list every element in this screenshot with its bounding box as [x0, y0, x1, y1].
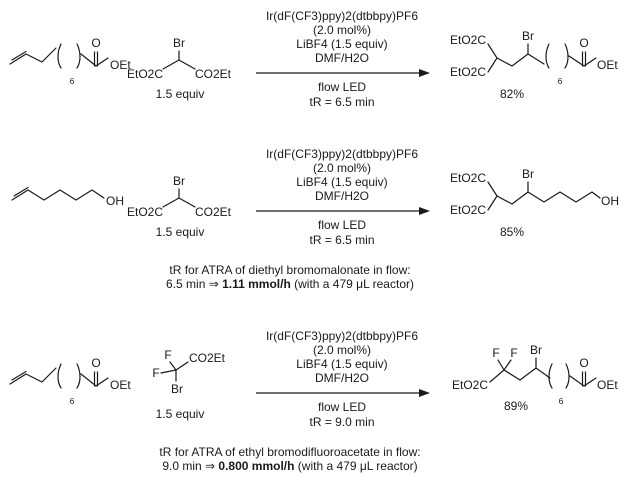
r1-p-oet: OEt	[597, 58, 618, 72]
r3-reagent: F F CO2Et Br 1.5 equiv	[152, 348, 225, 421]
r1-p-co2et-top: EtO2C	[450, 33, 486, 47]
r2-eto2c: EtO2C	[127, 205, 163, 219]
r2-p-oh: OH	[601, 194, 619, 208]
note-2-line-1: tR for ATRA of ethyl bromodifluoroacetat…	[159, 445, 420, 459]
r1-eto2c: EtO2C	[127, 67, 163, 81]
r2-catalyst-loading: (2.0 mol%)	[313, 161, 371, 175]
r3-repeat-count: 6	[70, 396, 75, 406]
r3-carbonyl-o: O	[91, 356, 100, 370]
r1-additive: LiBF4 (1.5 equiv)	[296, 37, 387, 51]
r2-product: EtO2C EtO2C Br OH 85%	[450, 167, 619, 239]
r2-p-br: Br	[522, 167, 534, 181]
r2-br: Br	[173, 174, 185, 188]
r2-catalyst: Ir(dF(CF3)ppy)2(dtbbpy)PF6	[266, 147, 418, 161]
r2-p-co2et-top: EtO2C	[450, 171, 486, 185]
r1-carbonyl-o: O	[91, 36, 100, 50]
r2-substrate: OH	[11, 186, 124, 208]
r3-p-repeat-count: 6	[559, 396, 564, 406]
note-1-line-1: tR for ATRA of diethyl bromomalonate in …	[169, 263, 410, 277]
note-2-line-2: 9.0 min ⇒ 0.800 mmol/h (with a 479 μL re…	[162, 459, 417, 473]
r3-catalyst: Ir(dF(CF3)ppy)2(dtbbpy)PF6	[266, 329, 418, 343]
r2-p-co2et-bottom: EtO2C	[450, 203, 486, 217]
r1-p-co2et-bottom: EtO2C	[450, 65, 486, 79]
r3-p-f-left: F	[492, 346, 499, 360]
r2-co2et: CO2Et	[195, 205, 232, 219]
r3-f-top: F	[164, 348, 171, 362]
r1-reagent: Br EtO2C CO2Et 1.5 equiv	[127, 36, 232, 101]
r1-residence-time: tR = 6.5 min	[309, 95, 374, 109]
reaction-1: O OEt 6 Br EtO2C CO2Et 1.5 equiv Ir(dF(C…	[9, 9, 618, 109]
r1-catalyst-loading: (2.0 mol%)	[313, 23, 371, 37]
r1-br: Br	[173, 36, 185, 50]
r1-yield: 82%	[500, 87, 524, 101]
r1-ester-oet: OEt	[110, 58, 131, 72]
r2-additive: LiBF4 (1.5 equiv)	[296, 175, 387, 189]
r2-light: flow LED	[318, 218, 366, 232]
r1-solvent: DMF/H2O	[315, 51, 369, 65]
r1-product: EtO2C EtO2C Br O OEt 6 82%	[450, 29, 618, 101]
r3-yield: 89%	[504, 399, 528, 413]
r1-light: flow LED	[318, 80, 366, 94]
r1-arrow-head	[419, 69, 430, 77]
r2-solvent: DMF/H2O	[315, 189, 369, 203]
r3-p-eto2c: EtO2C	[452, 378, 488, 392]
r2-residence-time: tR = 6.5 min	[309, 233, 374, 247]
r3-ester-oet: OEt	[110, 378, 131, 392]
r3-residence-time: tR = 9.0 min	[309, 415, 374, 429]
r3-catalyst-loading: (2.0 mol%)	[313, 343, 371, 357]
note-1-line-2: 6.5 min ⇒ 1.11 mmol/h (with a 479 μL rea…	[166, 277, 414, 291]
r2-reagent: Br EtO2C CO2Et 1.5 equiv	[127, 174, 232, 239]
r2-yield: 85%	[500, 225, 524, 239]
r1-catalyst: Ir(dF(CF3)ppy)2(dtbbpy)PF6	[266, 9, 418, 23]
r3-co2et: CO2Et	[189, 351, 226, 365]
r3-equiv-label: 1.5 equiv	[156, 407, 205, 421]
r2-equiv-label: 1.5 equiv	[156, 225, 205, 239]
r3-f-left: F	[152, 366, 159, 380]
r3-br: Br	[171, 382, 183, 396]
r2-oh: OH	[106, 194, 124, 208]
r3-p-f-right: F	[510, 346, 517, 360]
r1-repeat-count: 6	[70, 76, 75, 86]
r3-solvent: DMF/H2O	[315, 371, 369, 385]
r3-p-carbonyl-o: O	[579, 356, 588, 370]
reaction-3: O OEt 6 F F CO2Et Br 1.5 equiv Ir(dF(CF3…	[9, 329, 618, 473]
r1-co2et: CO2Et	[195, 67, 232, 81]
r1-substrate: O OEt 6	[9, 36, 131, 86]
r1-equiv-label: 1.5 equiv	[156, 87, 205, 101]
r1-p-carbonyl-o: O	[579, 36, 588, 50]
r3-light: flow LED	[318, 400, 366, 414]
r1-p-repeat-count: 6	[558, 76, 563, 86]
r3-product: F F EtO2C Br O OEt 6 89%	[452, 343, 618, 413]
r1-p-br: Br	[522, 29, 534, 43]
r3-substrate: O OEt 6	[9, 356, 131, 406]
reaction-2: OH Br EtO2C CO2Et 1.5 equiv Ir(dF(CF3)pp…	[11, 147, 619, 291]
r3-additive: LiBF4 (1.5 equiv)	[296, 357, 387, 371]
r3-arrow-head	[419, 389, 430, 397]
r2-arrow-head	[419, 207, 430, 215]
r3-p-oet: OEt	[597, 378, 618, 392]
r3-p-br: Br	[530, 343, 542, 357]
